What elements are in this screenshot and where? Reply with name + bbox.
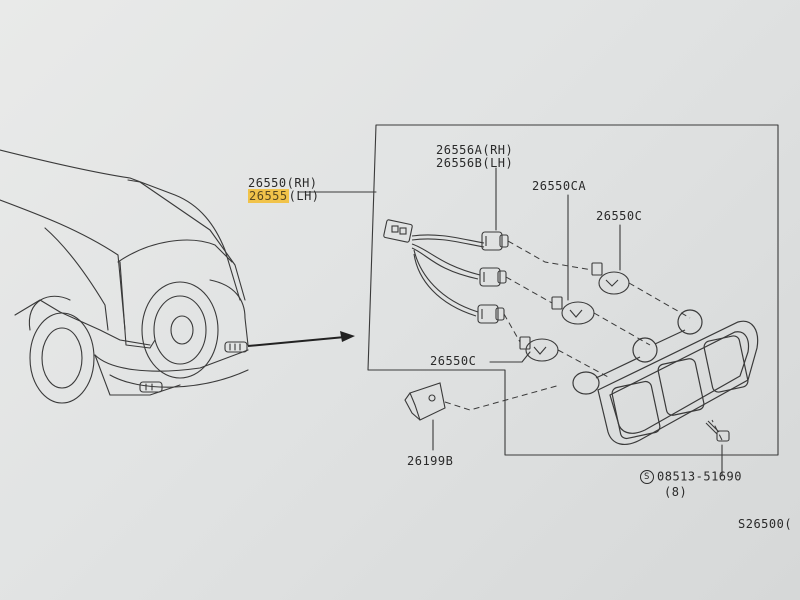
figure-code: S26500( [738,517,793,531]
bulb-ca [551,296,595,325]
socket-3 [477,304,505,324]
assembly-dashes [444,240,723,441]
vehicle-outline [0,149,249,404]
label-screw-qty: (8) [664,485,688,499]
label-bulb-ca: 26550CA [532,179,587,193]
socket-2 [479,267,507,287]
screw-part [705,420,730,442]
label-lamp-lh: 26555(LH) [248,189,320,203]
lamp-body [572,309,759,446]
detail-frame [367,124,779,456]
wire-harness [383,219,485,317]
label-bulb-c-upper: 26550C [596,209,643,223]
bulbs [519,262,630,362]
bulb-c-upper [591,262,630,295]
bracket-part [404,382,446,421]
sockets [477,231,509,324]
label-lamp-rh: 26550(RH) [248,176,318,190]
highlighted-part-number: 26555 [248,189,289,203]
label-bulb-c-lower: 26550C [430,354,477,368]
pointer-arrow [247,331,355,347]
screw-symbol: S [640,470,654,484]
leader-bulb-c-lower [489,351,531,363]
label-socket-lh: 26556B(LH) [436,156,514,170]
label-socket-rh: 26556A(RH) [436,143,514,157]
label-bracket: 26199B [407,454,454,468]
socket-1 [481,231,509,251]
